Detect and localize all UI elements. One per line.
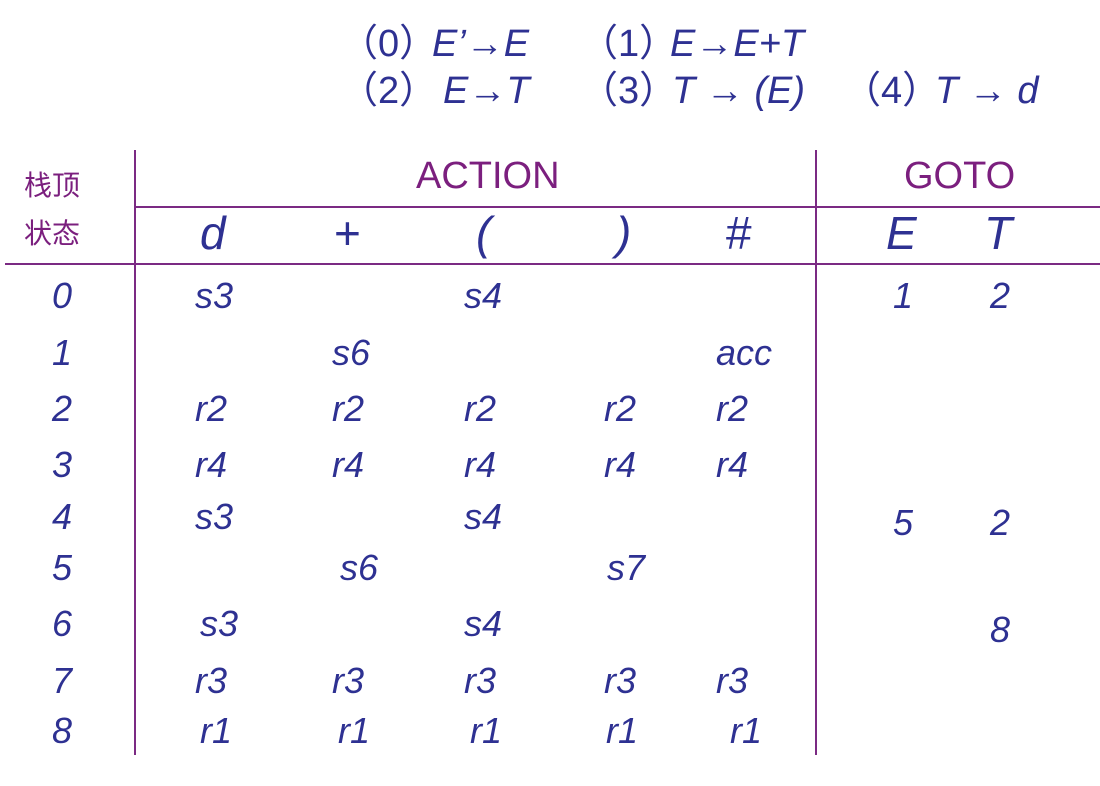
action-cell: r4 <box>716 444 749 485</box>
production-4-rule: T → d <box>935 70 1039 112</box>
production-3-rule: T → (E) <box>672 70 805 112</box>
state-number: 6 <box>52 603 73 644</box>
state-number: 5 <box>52 547 73 588</box>
production-1-number: （1） <box>580 23 678 65</box>
state-number: 3 <box>52 444 73 485</box>
action-cell: r3 <box>604 660 637 701</box>
action-cell: r1 <box>606 710 639 751</box>
action-cell: r3 <box>716 660 749 701</box>
action-cell: acc <box>716 332 773 373</box>
action-cell: s3 <box>195 496 234 537</box>
production-2-rule: E→T <box>443 70 530 112</box>
action-symbol: ( <box>476 207 492 259</box>
state-number: 7 <box>52 660 73 701</box>
action-cell: s3 <box>200 603 239 644</box>
divider-header-body <box>5 263 1100 265</box>
divider-goto-column <box>815 150 817 755</box>
state-number: 0 <box>52 275 73 316</box>
action-cell: r2 <box>604 388 637 429</box>
action-header: ACTION <box>416 155 560 197</box>
production-4-number: （4） <box>843 70 941 112</box>
action-cell: r1 <box>730 710 763 751</box>
action-symbol: d <box>200 207 226 259</box>
goto-cell: 2 <box>990 275 1011 316</box>
goto-cell: 2 <box>990 502 1011 543</box>
action-cell: s7 <box>607 547 646 588</box>
action-cell: s4 <box>464 496 503 537</box>
production-0-rule: E’→E <box>432 23 530 65</box>
goto-cell: 1 <box>893 275 914 316</box>
action-cell: r3 <box>195 660 228 701</box>
state-number: 8 <box>52 710 73 751</box>
action-cell: r4 <box>464 444 497 485</box>
action-cell: s3 <box>195 275 234 316</box>
action-cell: r2 <box>195 388 228 429</box>
action-symbol: + <box>334 207 361 259</box>
action-cell: r3 <box>332 660 365 701</box>
goto-cell: 5 <box>893 502 914 543</box>
action-cell: s6 <box>332 332 371 373</box>
divider-state-column <box>134 150 136 755</box>
production-1-rule: E→E+T <box>670 23 805 65</box>
state-number: 4 <box>52 496 73 537</box>
action-symbol: # <box>726 207 752 259</box>
action-cell: r2 <box>464 388 497 429</box>
production-2-number: （2） <box>340 70 438 112</box>
action-cell: s4 <box>464 603 503 644</box>
goto-cell: 8 <box>990 609 1011 650</box>
production-0-number: （0） <box>340 23 438 65</box>
goto-symbol: E <box>886 207 917 259</box>
action-cell: r4 <box>195 444 228 485</box>
action-symbol: ) <box>616 207 632 259</box>
action-cell: r2 <box>716 388 749 429</box>
action-cell: r4 <box>332 444 365 485</box>
state-number: 2 <box>52 388 73 429</box>
state-number: 1 <box>52 332 73 373</box>
action-cell: r4 <box>604 444 637 485</box>
goto-header: GOTO <box>904 155 1016 197</box>
production-3-number: （3） <box>580 70 678 112</box>
action-cell: r1 <box>470 710 503 751</box>
state-header-line2: 状态 <box>24 217 81 250</box>
goto-symbol: T <box>984 207 1013 259</box>
action-cell: r3 <box>464 660 497 701</box>
divider-header-sub <box>134 206 1100 208</box>
action-cell: r1 <box>338 710 371 751</box>
action-cell: r2 <box>332 388 365 429</box>
action-cell: s6 <box>340 547 379 588</box>
state-header-line1: 栈顶 <box>24 169 81 202</box>
action-cell: s4 <box>464 275 503 316</box>
action-cell: r1 <box>200 710 233 751</box>
